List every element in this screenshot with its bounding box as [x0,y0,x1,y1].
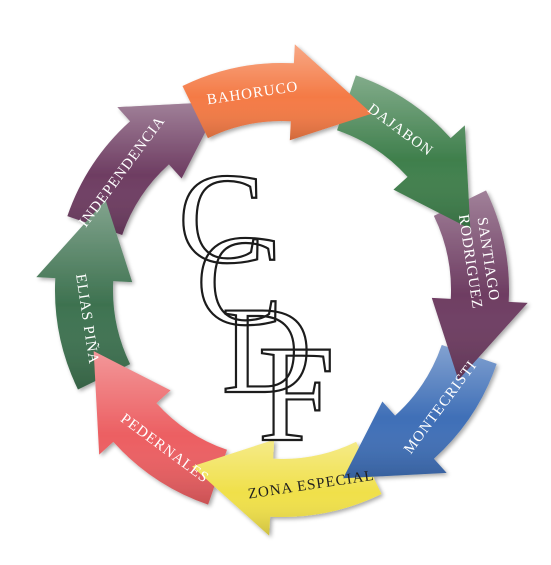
arrow-ring [36,44,528,536]
ccdf-monogram: C C D F [177,146,336,471]
arrow-gloss-zona-especial [192,439,382,536]
arrow-gloss-dajabon [337,75,471,229]
arrow-gloss-bahoruco [182,44,372,141]
arrow-gloss-elias-pina [36,200,133,390]
arrow-gloss-santiago-rodriguez [431,190,528,380]
monogram-letter-d: D [222,282,312,419]
arrow-gloss-pedernales [93,351,227,505]
monogram-letter-f: F [258,317,335,470]
monogram-letter-c1: C [178,147,265,291]
monogram-letter-c2: C [196,209,283,353]
